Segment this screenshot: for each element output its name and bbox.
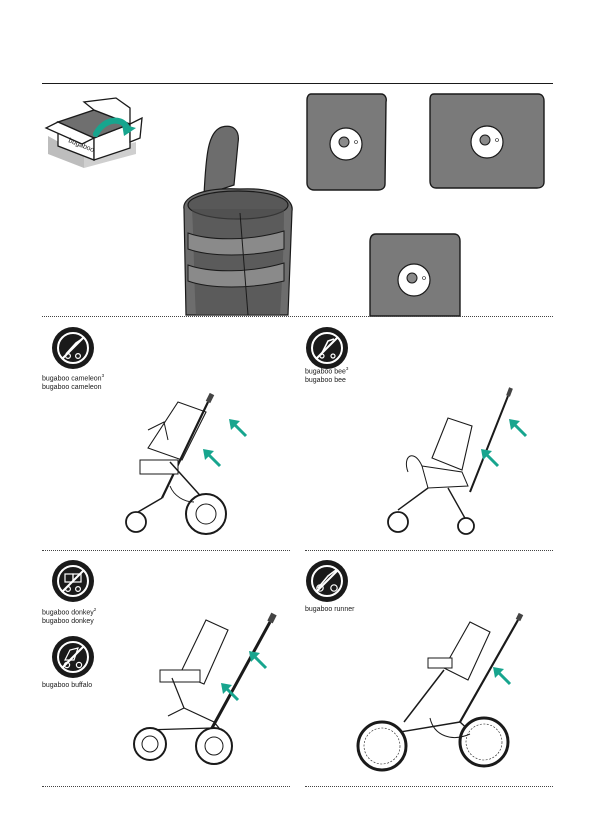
stroller-illustration	[352, 618, 524, 780]
no-stroller-icon	[52, 560, 94, 602]
adapter-plate-icon	[305, 92, 387, 192]
arrow-icon	[480, 448, 500, 468]
stroller-illustration	[124, 612, 284, 772]
cup-holder-icon	[180, 125, 298, 315]
divider	[42, 550, 290, 551]
arrow-icon	[248, 650, 268, 670]
model-label: bugaboo buffalo	[42, 682, 92, 691]
divider	[42, 786, 290, 787]
box-icon: bugaboo	[44, 98, 156, 170]
arrow-icon	[202, 448, 222, 468]
no-stroller-icon	[52, 327, 94, 369]
arrow-icon	[220, 682, 240, 702]
divider	[305, 550, 553, 551]
no-stroller-icon	[52, 636, 94, 678]
arrow-icon	[508, 418, 528, 438]
no-stroller-icon	[306, 560, 348, 602]
arrow-icon	[492, 666, 512, 686]
top-rule	[42, 83, 553, 84]
no-stroller-icon	[306, 327, 348, 369]
divider	[305, 786, 553, 787]
adapter-plate-icon	[428, 92, 546, 190]
divider	[42, 316, 553, 317]
stroller-illustration	[118, 392, 278, 542]
stroller-illustration	[378, 392, 538, 542]
arrow-icon	[228, 418, 248, 438]
adapter-plate-icon	[368, 232, 462, 316]
model-label: bugaboo runner	[305, 606, 354, 615]
